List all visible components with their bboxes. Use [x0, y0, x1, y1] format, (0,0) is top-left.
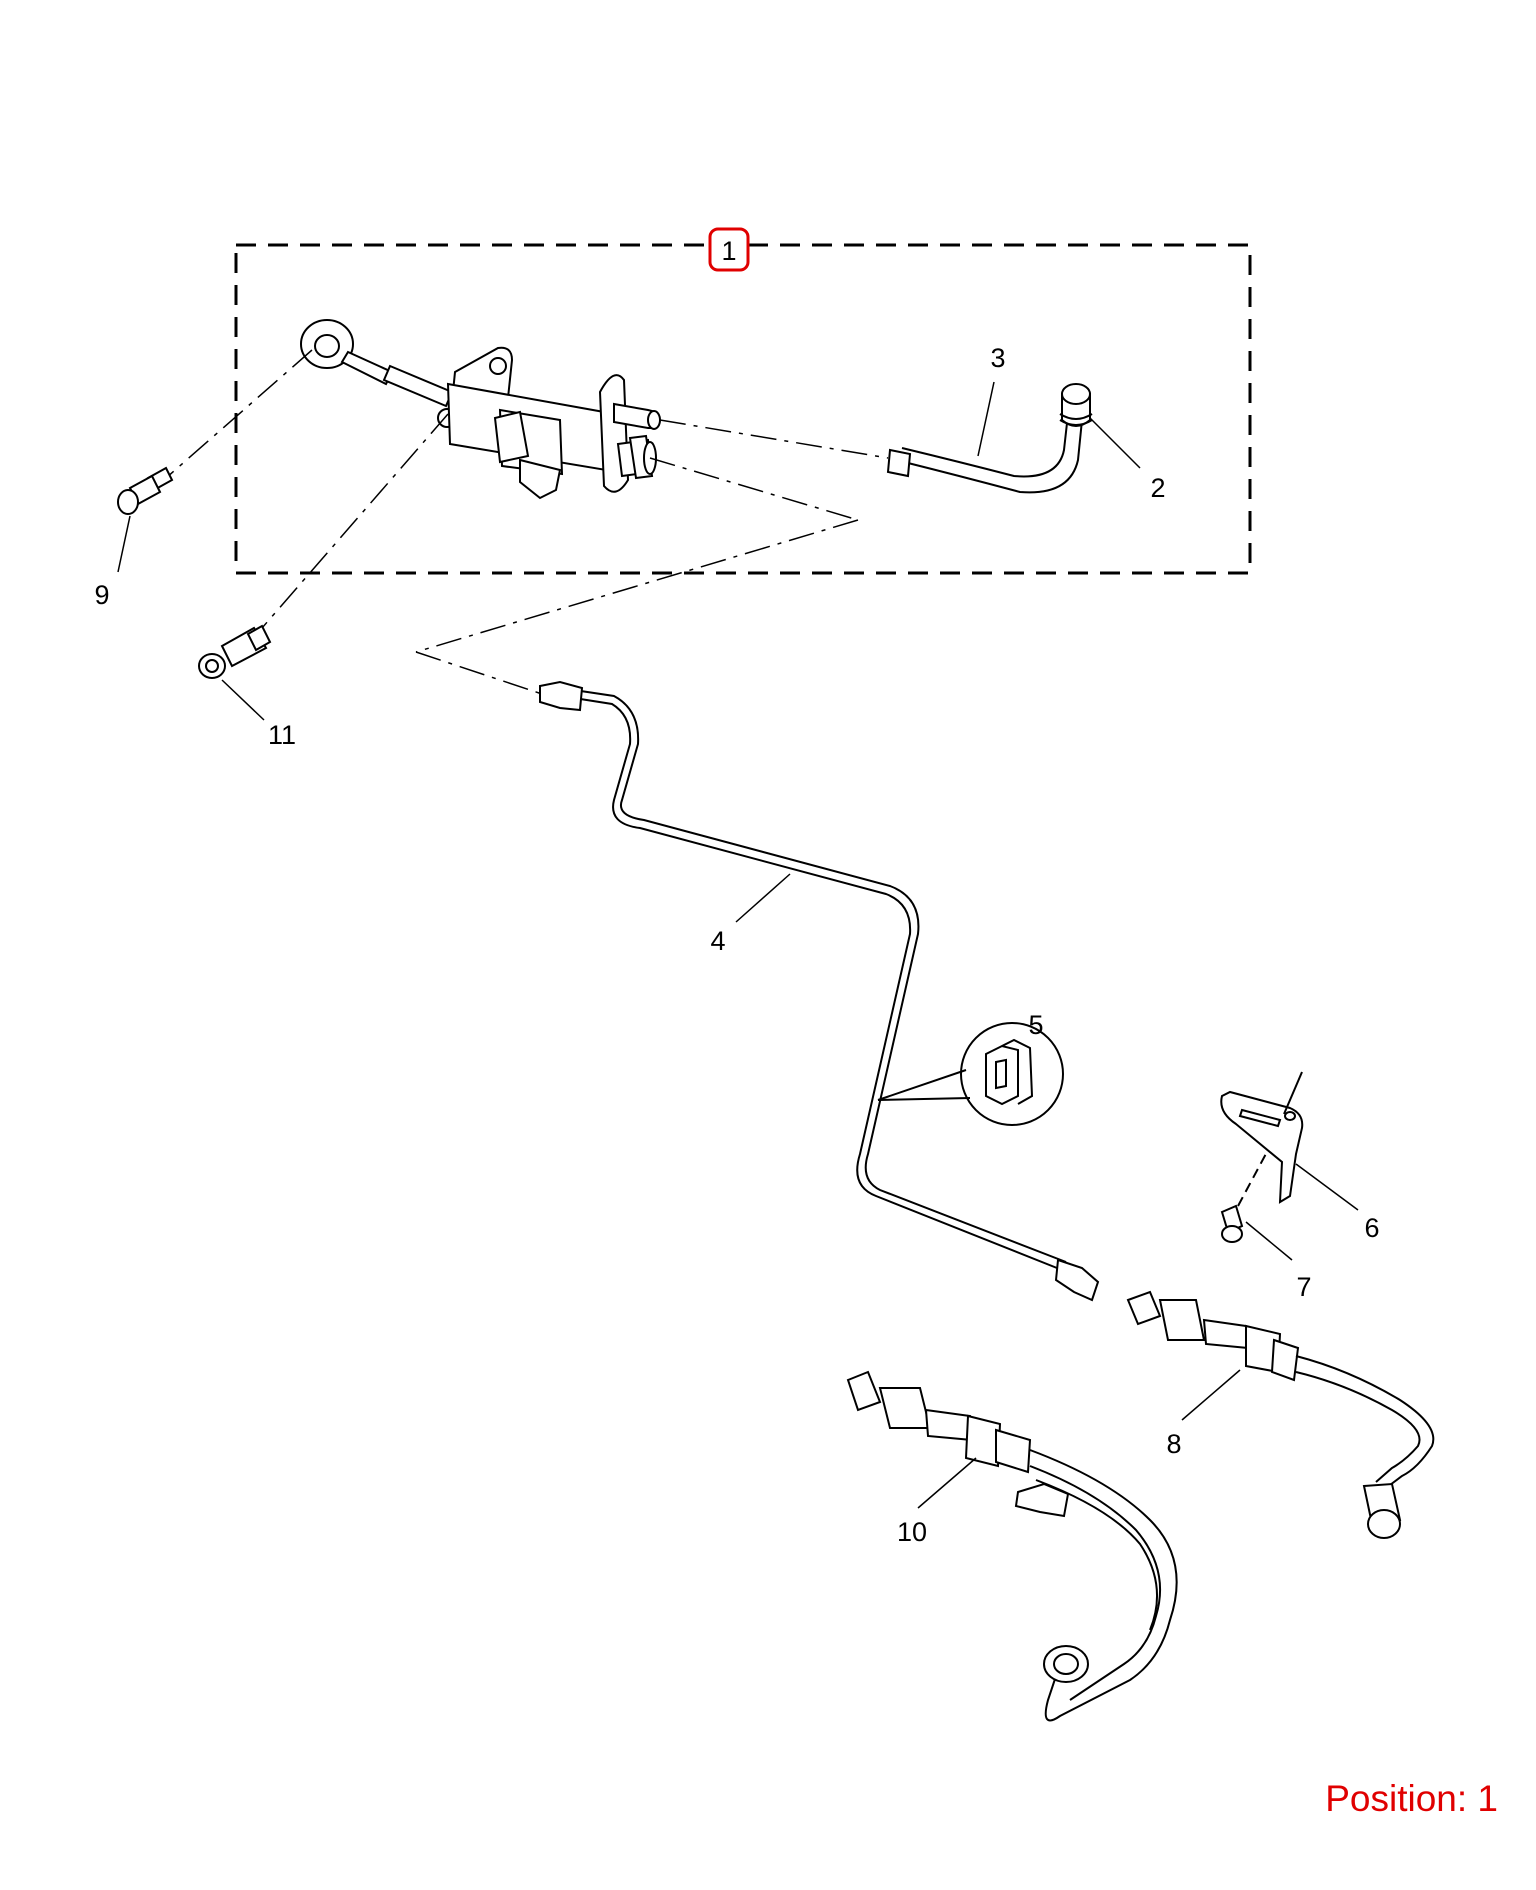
bracket[interactable] — [1220, 1071, 1304, 1204]
clutch-pipe[interactable] — [539, 680, 1100, 1302]
reservoir-hose[interactable] — [886, 383, 1091, 494]
callout-8[interactable]: 8 — [1166, 1429, 1181, 1459]
routing-lines — [165, 349, 889, 695]
callout-10[interactable]: 10 — [897, 1517, 927, 1547]
pipe-clip-detail[interactable] — [877, 1022, 1064, 1126]
slave-hose[interactable] — [1126, 1290, 1435, 1539]
callout-5[interactable]: 5 — [1028, 1010, 1043, 1040]
hose-clamp[interactable] — [1059, 413, 1093, 426]
position-label: Position: 1 — [1325, 1778, 1498, 1819]
secondary-hose[interactable] — [846, 1370, 1178, 1722]
pivot-pin[interactable] — [117, 466, 174, 515]
leader-lines — [117, 381, 1359, 1509]
callout-4[interactable]: 4 — [710, 926, 725, 956]
callout-1[interactable]: 1 — [721, 236, 736, 266]
callout-1-highlight — [708, 227, 750, 272]
callout-9[interactable]: 9 — [94, 580, 109, 610]
mounting-bolt[interactable] — [198, 624, 272, 679]
callout-7[interactable]: 7 — [1296, 1272, 1311, 1302]
callout-6[interactable]: 6 — [1364, 1213, 1379, 1243]
callout-3[interactable]: 3 — [990, 343, 1005, 373]
assembly-boundary-box — [234, 243, 1252, 575]
callout-11[interactable]: 11 — [268, 720, 296, 750]
master-cylinder-assembly[interactable] — [300, 319, 661, 500]
bracket-bolt[interactable] — [1220, 1149, 1269, 1243]
callout-2[interactable]: 2 — [1150, 473, 1165, 503]
